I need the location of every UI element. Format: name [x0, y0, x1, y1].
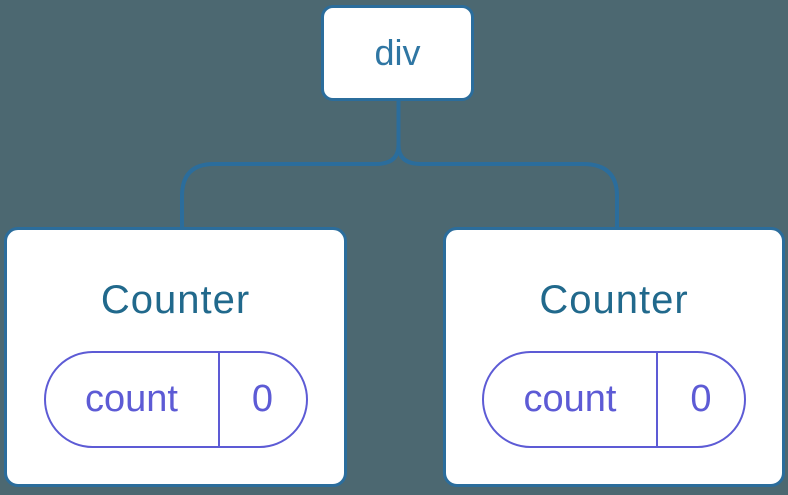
counter-card-right: Counter count 0 [443, 227, 785, 487]
state-key: count [484, 353, 658, 446]
connector-left-branch [180, 101, 401, 227]
connector-right-branch [396, 101, 619, 227]
state-pill: count 0 [482, 351, 746, 448]
state-value: 0 [690, 378, 712, 420]
counter-card-left: Counter count 0 [4, 227, 347, 487]
root-node-div: div [321, 5, 474, 101]
state-key: count [46, 353, 220, 446]
state-value: 0 [251, 378, 274, 420]
component-title: Counter [100, 278, 251, 322]
root-node-label: div [374, 32, 421, 73]
state-pill: count 0 [43, 351, 308, 448]
component-title: Counter [539, 278, 689, 322]
